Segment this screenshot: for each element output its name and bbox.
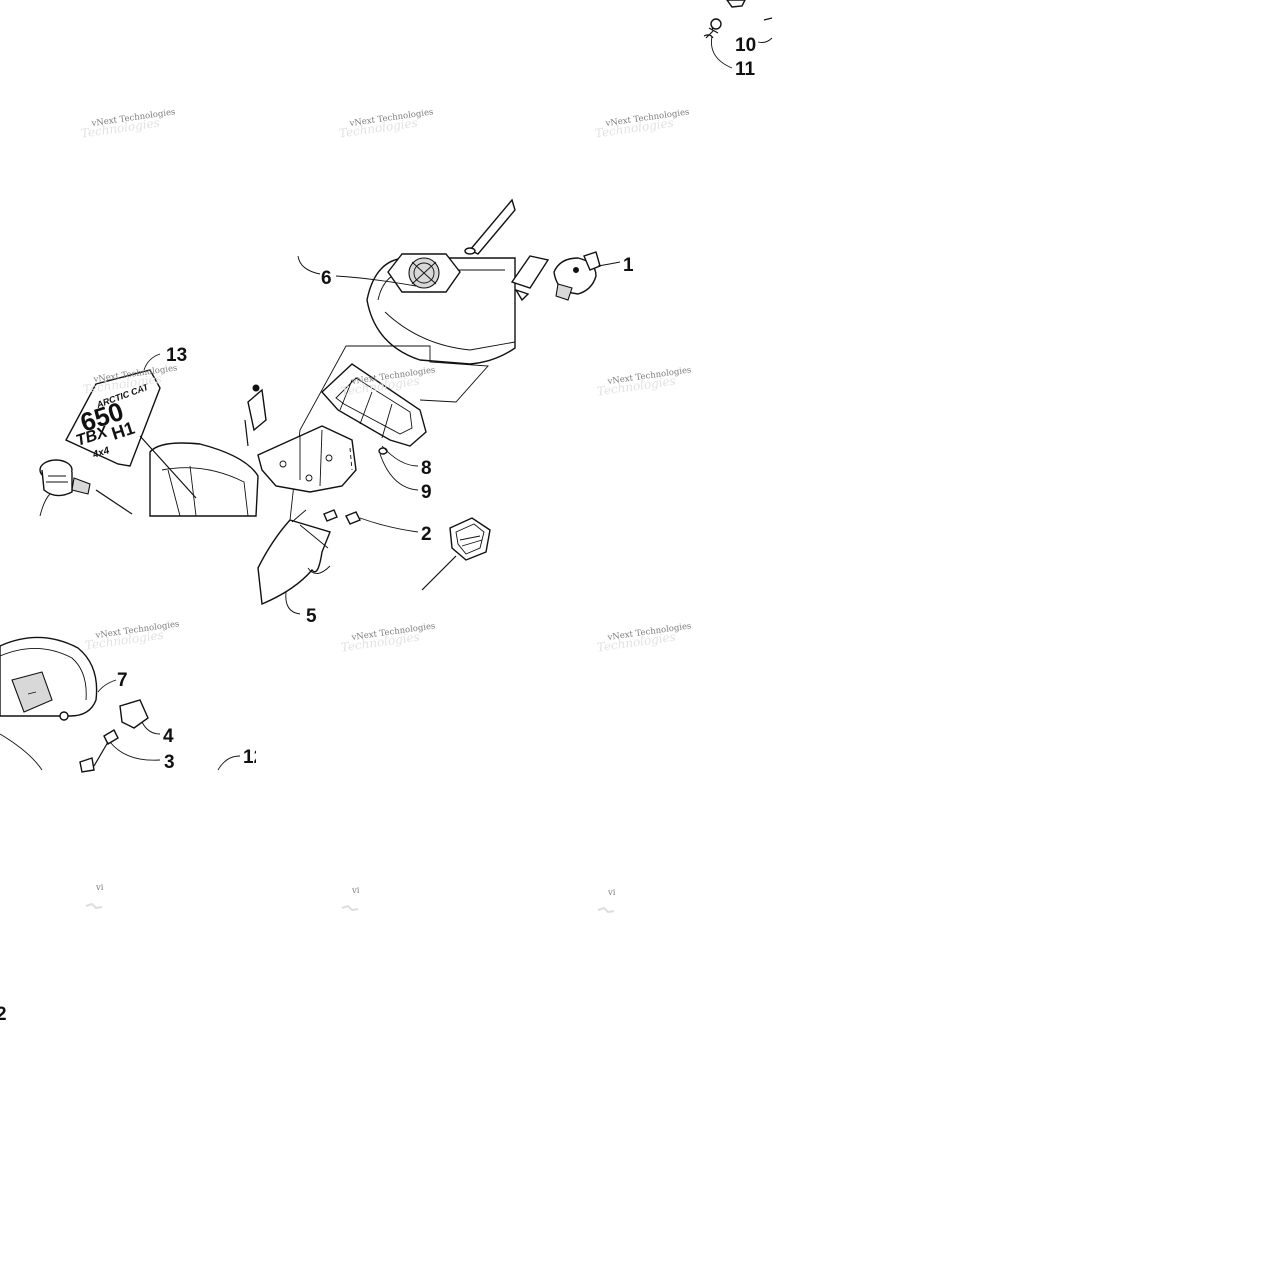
rocker-switch-part [421, 517, 491, 591]
callout-8: 8 [421, 458, 432, 479]
fascia-assembly [244, 198, 550, 606]
ignition-switch-part [553, 251, 601, 301]
callout-11: 11 [735, 59, 756, 80]
instrument-cluster-part [0, 636, 98, 771]
callout-3: 3 [164, 752, 175, 773]
callout-4: 4 [163, 726, 174, 747]
gauge-pod-part [139, 435, 259, 517]
callout-7: 7 [117, 670, 128, 691]
callout-10: 10 [735, 35, 756, 56]
callout-6: 6 [321, 268, 332, 289]
watermark-fragment: vi [351, 886, 360, 896]
callout-1: 1 [623, 255, 634, 276]
watermark-fragment: vi [95, 883, 104, 893]
leader-lines [97, 255, 621, 771]
callout-9: 9 [421, 482, 432, 503]
key-part [79, 699, 149, 773]
callout-12-edge: 2 [0, 1004, 7, 1025]
fastener-fragment-top [703, 0, 773, 69]
callout-5: 5 [306, 606, 317, 627]
callout-2: 2 [421, 524, 432, 545]
callout-13: 13 [166, 345, 187, 366]
decal-drive: 4x4 [91, 445, 112, 461]
callout-labels: 1 2 3 4 5 6 7 8 9 10 11 12 2 13 [0, 35, 756, 1025]
watermark-fragment: vi [607, 888, 616, 898]
power-outlet-part [39, 459, 133, 517]
